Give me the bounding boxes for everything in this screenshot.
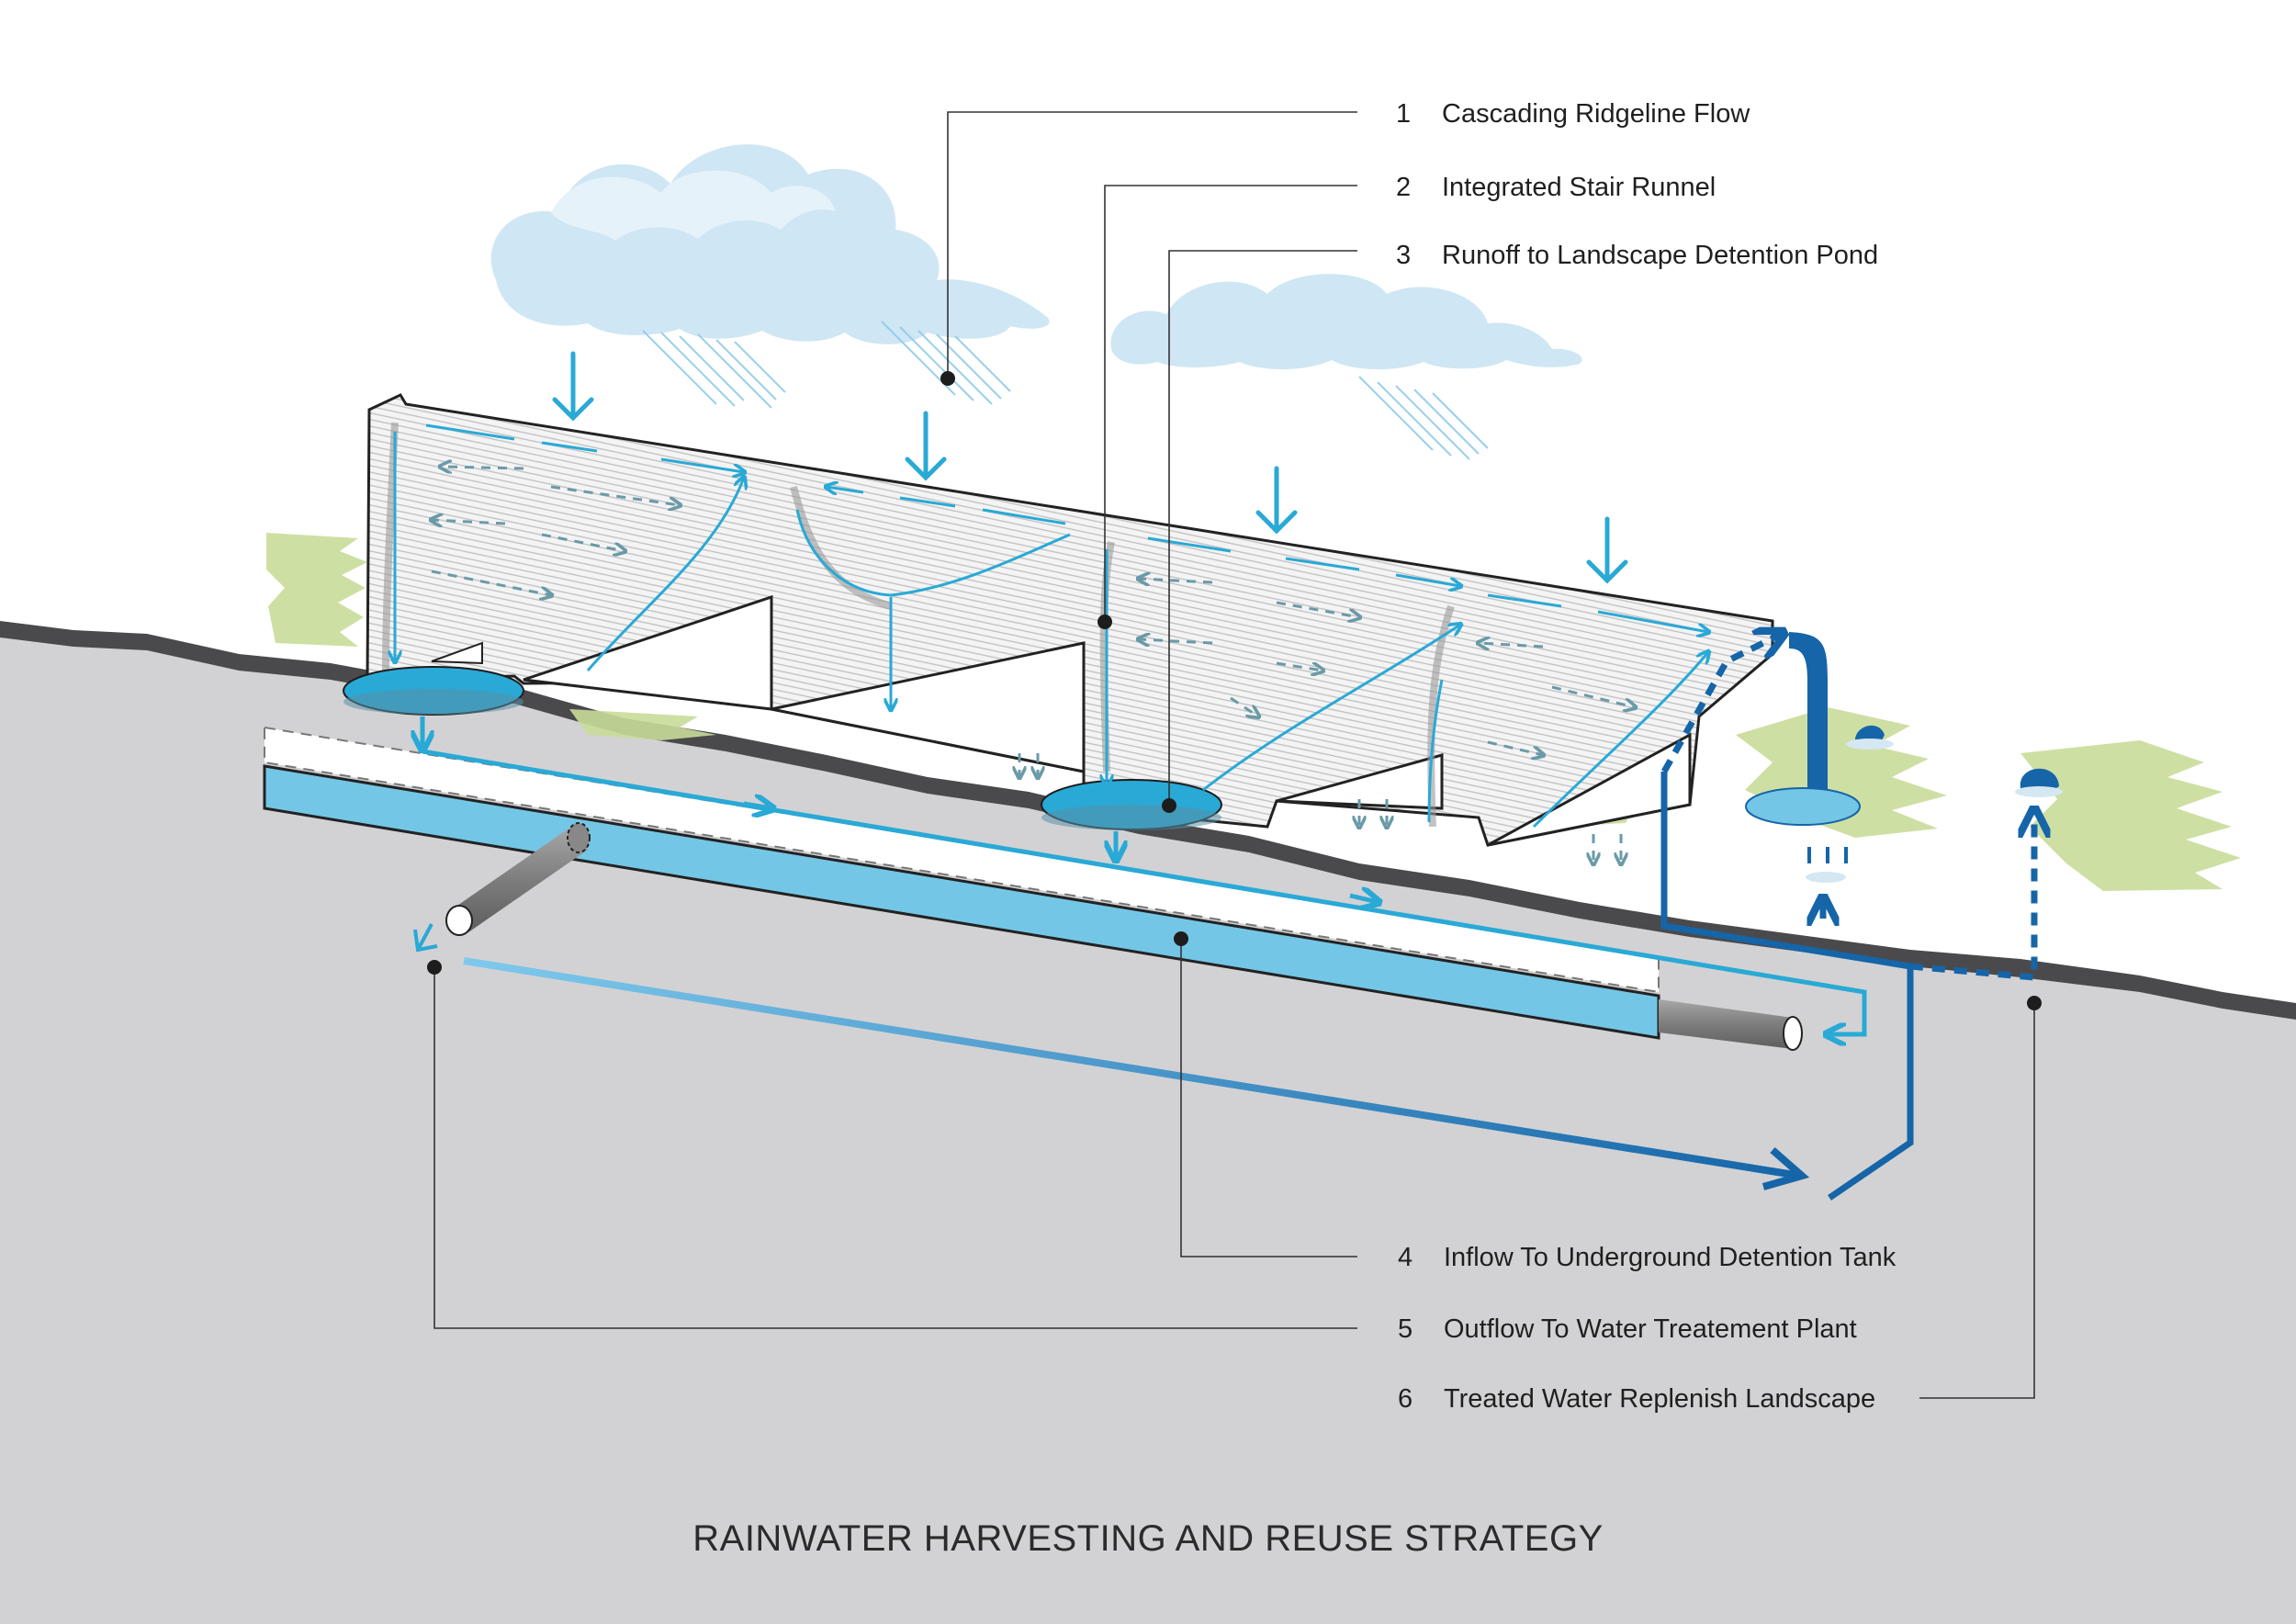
rain-icon [642, 321, 1489, 460]
callout-6-number: 6 [1398, 1384, 1412, 1414]
callout-3-label: Runoff to Landscape Detention Pond [1442, 241, 1878, 270]
tank-inflow [422, 716, 1867, 1034]
diagram-title: RAINWATER HARVESTING AND REUSE STRATEGY [692, 1518, 1604, 1559]
rain-arrows [552, 351, 1628, 584]
stepped-structure [366, 393, 1774, 847]
waterfall [1745, 632, 1861, 826]
callout-5: 5 Outflow To Water Treatement Plant [1398, 1314, 1857, 1344]
callout-4: 4 Inflow To Underground Detention Tank [1398, 1243, 1896, 1272]
cloud-icon [490, 144, 1050, 344]
outflow-arrow [413, 923, 1810, 1190]
callout-2-label: Integrated Stair Runnel [1442, 173, 1716, 202]
callout-3: 3 Runoff to Landscape Detention Pond [1396, 241, 1878, 270]
ground-mass [0, 625, 2296, 1624]
callout-1-label: Cascading Ridgeline Flow [1442, 99, 1750, 129]
callout-4-number: 4 [1398, 1243, 1412, 1272]
callout-2: 2 Integrated Stair Runnel [1396, 173, 1716, 202]
callout-2-number: 2 [1396, 173, 1411, 202]
callout-3-number: 3 [1396, 241, 1411, 270]
detention-pond [343, 666, 1222, 830]
callout-6: 6 Treated Water Replenish Landscape [1398, 1384, 1875, 1414]
vegetation-left [266, 533, 716, 740]
callout-6-label: Treated Water Replenish Landscape [1444, 1384, 1875, 1414]
leader-dots [427, 371, 2042, 1010]
leader-lines [433, 111, 2035, 1399]
callout-5-number: 5 [1398, 1314, 1412, 1344]
interior-flow [432, 467, 1635, 863]
pipe-icon [445, 822, 1803, 1051]
callout-1: 1 Cascading Ridgeline Flow [1396, 99, 1750, 129]
cloud-icon-2 [1110, 274, 1582, 370]
treated-water [1660, 634, 2034, 1201]
fountain-icon [1806, 725, 2063, 883]
callout-4-label: Inflow To Underground Detention Tank [1444, 1243, 1896, 1272]
ridgeline-flow [395, 423, 1708, 829]
callout-5-label: Outflow To Water Treatement Plant [1444, 1314, 1857, 1344]
callout-1-number: 1 [1396, 99, 1411, 129]
